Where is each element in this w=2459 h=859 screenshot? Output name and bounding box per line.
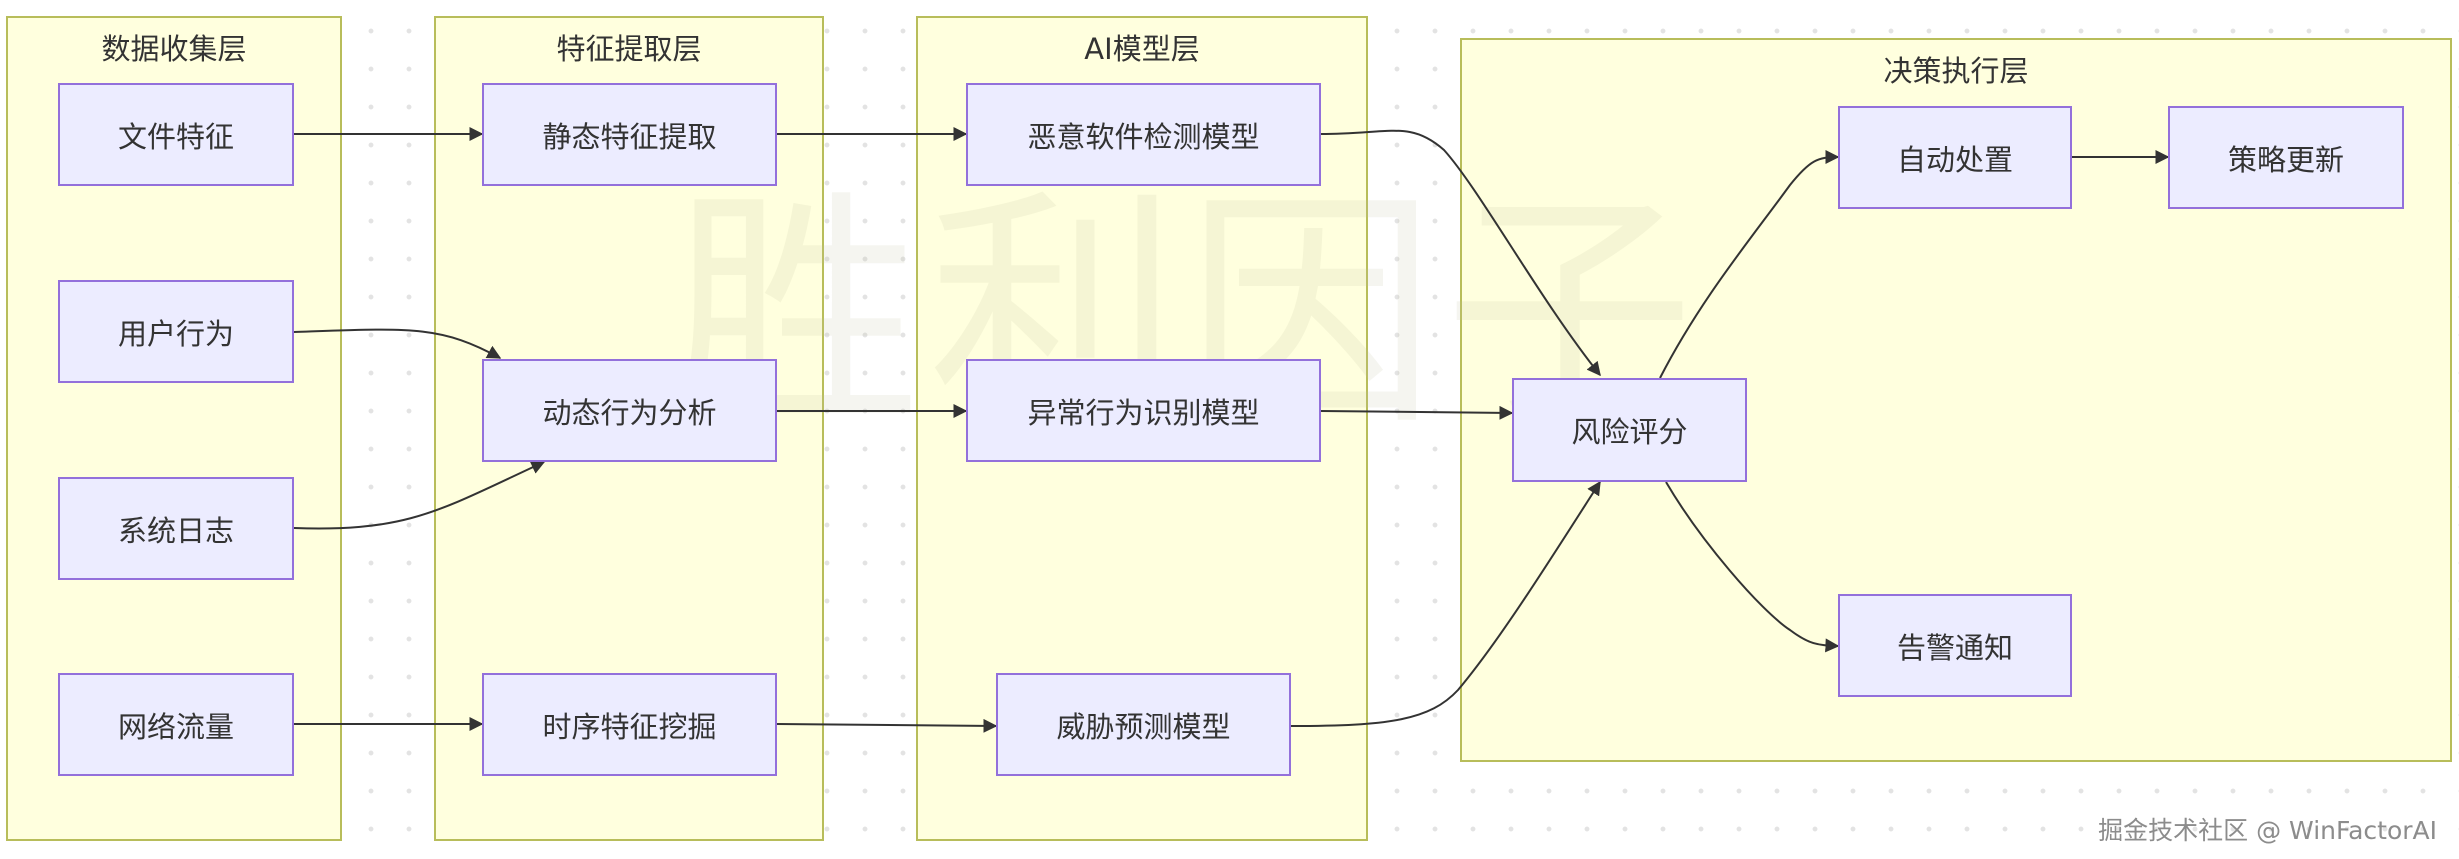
- node-user-behavior[interactable]: 用户行为: [58, 280, 294, 383]
- node-anomaly-model[interactable]: 异常行为识别模型: [966, 359, 1321, 462]
- group-title-data-collection: 数据收集层: [101, 32, 247, 66]
- node-temporal-mining[interactable]: 时序特征挖掘: [482, 673, 777, 776]
- group-title-ai-model: AI模型层: [1084, 32, 1200, 66]
- node-dynamic-analysis[interactable]: 动态行为分析: [482, 359, 777, 462]
- node-malware-model[interactable]: 恶意软件检测模型: [966, 83, 1321, 186]
- group-title-feature-extraction: 特征提取层: [556, 32, 702, 66]
- node-threat-model[interactable]: 威胁预测模型: [996, 673, 1291, 776]
- credit-text: 掘金技术社区 @ WinFactorAI: [2098, 816, 2437, 845]
- group-title-decision: 决策执行层: [1883, 54, 2029, 88]
- node-policy-update[interactable]: 策略更新: [2168, 106, 2404, 209]
- node-network-traffic[interactable]: 网络流量: [58, 673, 294, 776]
- node-alert[interactable]: 告警通知: [1838, 594, 2072, 697]
- node-auto-response[interactable]: 自动处置: [1838, 106, 2072, 209]
- node-system-logs[interactable]: 系统日志: [58, 477, 294, 580]
- node-risk-score[interactable]: 风险评分: [1512, 378, 1747, 482]
- node-file-features[interactable]: 文件特征: [58, 83, 294, 186]
- node-static-extraction[interactable]: 静态特征提取: [482, 83, 777, 186]
